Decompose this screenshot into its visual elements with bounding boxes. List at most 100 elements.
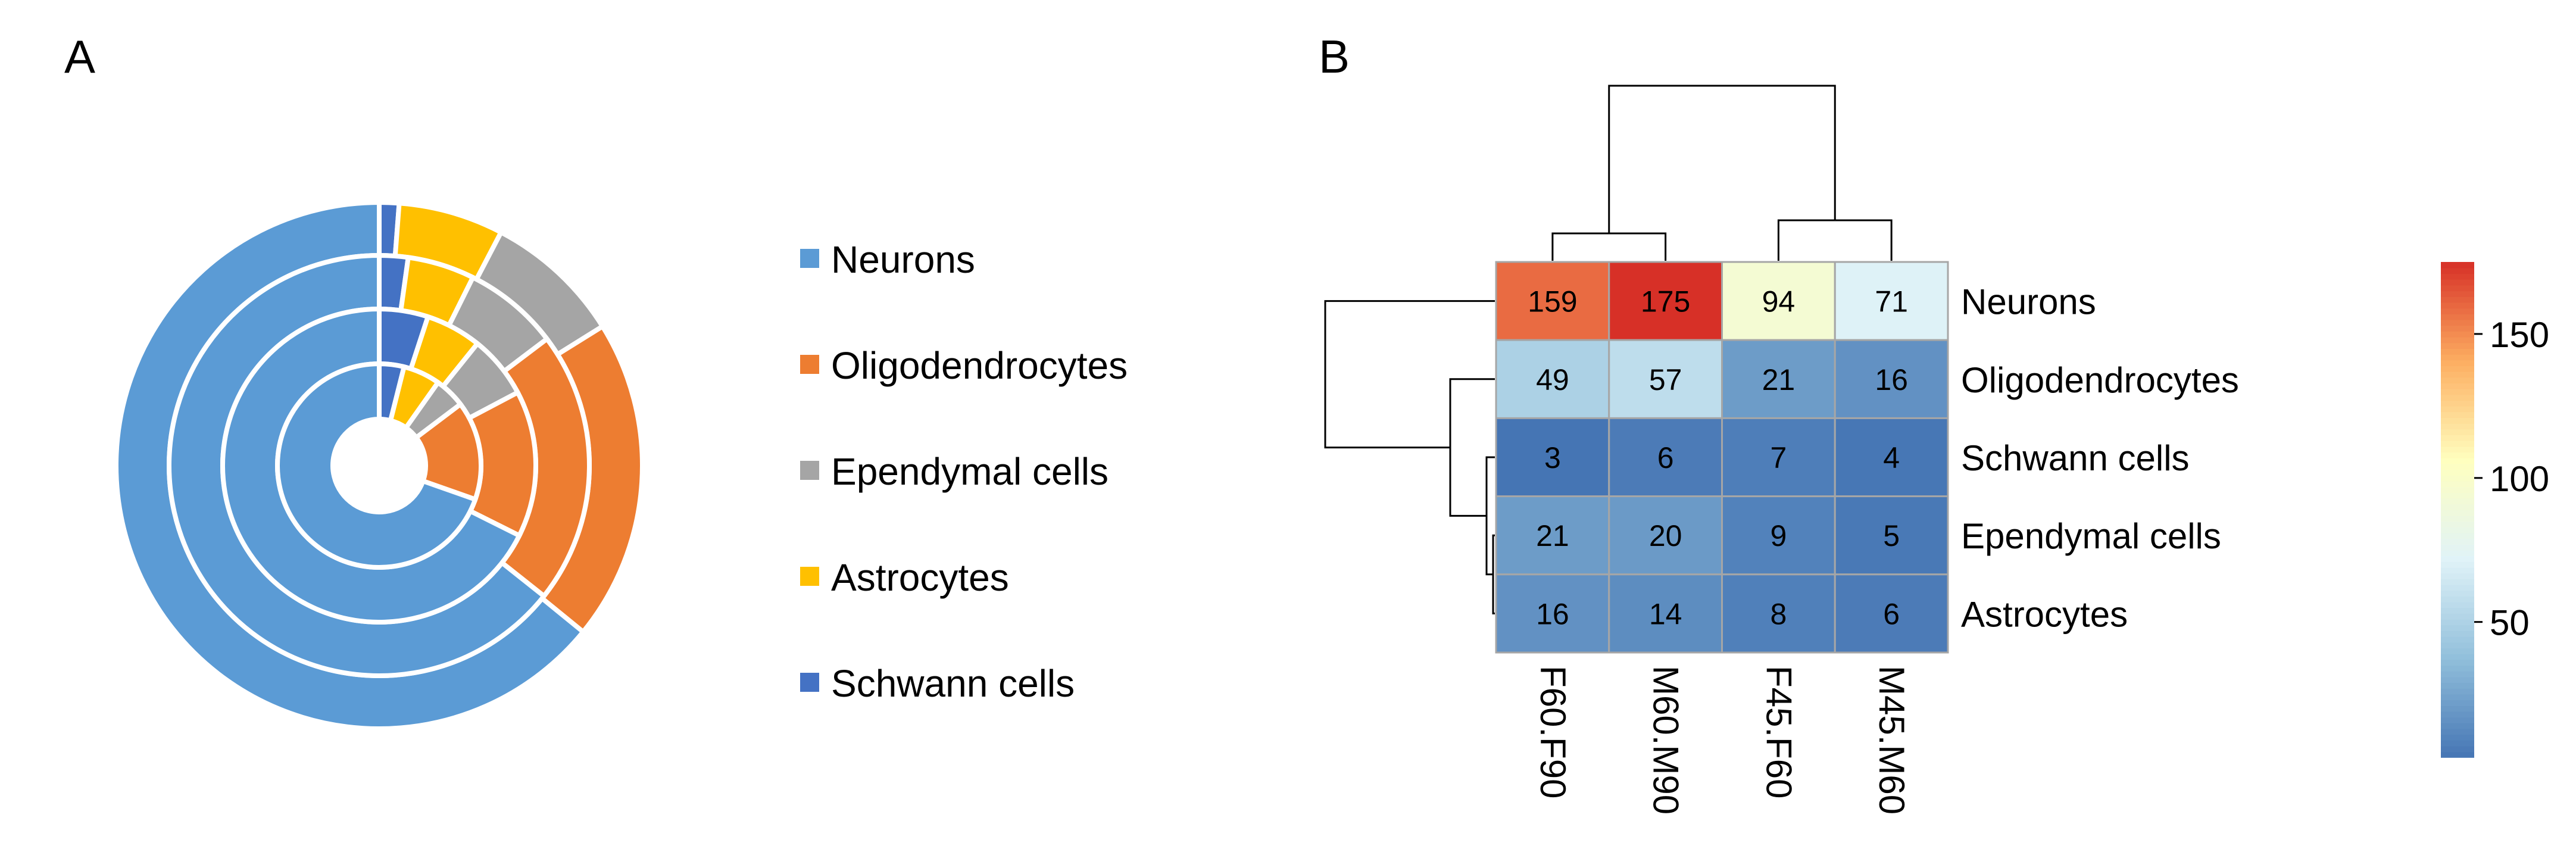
column-dendrogram xyxy=(1551,85,1893,261)
color-scale-band xyxy=(2441,688,2474,695)
color-scale-band xyxy=(2441,498,2474,505)
heatmap-value-astrocytes-m60-m90: 14 xyxy=(1649,597,1682,630)
color-scale-band xyxy=(2441,745,2474,753)
legend-swatch-neurons xyxy=(800,249,819,268)
column-label-f45-f60: F45.F60 xyxy=(1759,666,1798,798)
panel-b-label: B xyxy=(1319,30,1350,83)
column-dendrogram-right-cluster xyxy=(1777,219,1893,261)
color-scale-band xyxy=(2441,527,2474,533)
color-scale-band xyxy=(2441,388,2474,395)
color-scale-band xyxy=(2441,619,2474,626)
heatmap-value-ependymal-cells-m45-m60: 5 xyxy=(1883,519,1900,553)
legend-swatch-ependymal-cells xyxy=(800,461,819,480)
color-scale-band xyxy=(2441,285,2474,292)
color-scale-band xyxy=(2441,734,2474,741)
color-scale-band xyxy=(2441,475,2474,482)
color-scale-band xyxy=(2441,492,2474,499)
color-scale-band xyxy=(2441,262,2474,269)
heatmap-value-neurons-m45-m60: 71 xyxy=(1875,285,1908,319)
color-scale-band xyxy=(2441,584,2474,591)
nested-donut-chart xyxy=(114,199,645,731)
row-label-schwann-cells: Schwann cells xyxy=(1961,438,2190,478)
heatmap-value-ependymal-cells-f45-f60: 9 xyxy=(1770,519,1787,553)
color-scale-band xyxy=(2441,601,2474,608)
row-label-oligodendrocytes: Oligodendrocytes xyxy=(1961,360,2239,400)
color-scale-band xyxy=(2441,596,2474,603)
heatmap-cell-astrocytes-m45-m60 xyxy=(1834,573,1949,654)
color-scale-band xyxy=(2441,480,2474,488)
heatmap-cell-oligodendrocytes-f45-f60 xyxy=(1721,339,1836,419)
color-scale-band xyxy=(2441,630,2474,637)
color-scale-band xyxy=(2441,411,2474,419)
color-scale-band xyxy=(2441,717,2474,723)
color-scale-band xyxy=(2441,705,2474,712)
heatmap-value-ependymal-cells-f60-f90: 21 xyxy=(1536,519,1569,553)
color-scale-band xyxy=(2441,405,2474,413)
color-scale-band xyxy=(2441,665,2474,672)
color-scale-band xyxy=(2441,273,2474,280)
color-scale-tick-label-50: 50 xyxy=(2490,603,2530,643)
color-scale-band xyxy=(2441,625,2474,631)
row-label-astrocytes: Astrocytes xyxy=(1961,594,2128,634)
heatmap-cell-astrocytes-f60-f90 xyxy=(1495,573,1610,654)
color-scale-band xyxy=(2441,394,2474,401)
heatmap-value-oligodendrocytes-f45-f60: 21 xyxy=(1762,363,1796,397)
color-scale-band xyxy=(2441,302,2474,309)
color-scale-band xyxy=(2441,590,2474,597)
heatmap-value-oligodendrocytes-f60-f90: 49 xyxy=(1536,363,1569,397)
legend-label-ependymal-cells: Ependymal cells xyxy=(831,450,1109,493)
color-scale-band xyxy=(2441,544,2474,551)
color-scale-band xyxy=(2441,400,2474,407)
legend-label-oligodendrocytes: Oligodendrocytes xyxy=(831,344,1128,387)
color-scale-band xyxy=(2441,607,2474,614)
color-scale-band xyxy=(2441,567,2474,574)
color-scale-band xyxy=(2441,314,2474,320)
legend-label-neurons: Neurons xyxy=(831,238,975,281)
color-scale-band xyxy=(2441,486,2474,493)
color-scale-band xyxy=(2441,636,2474,643)
color-scale-band xyxy=(2441,435,2474,441)
color-scale-band xyxy=(2441,504,2474,510)
color-scale-band xyxy=(2441,331,2474,338)
row-dendrogram-oligodendrocyte-group xyxy=(1449,378,1495,517)
heatmap-cell-neurons-m60-m90 xyxy=(1608,261,1723,341)
legend-label-schwann-cells: Schwann cells xyxy=(831,662,1075,705)
color-scale-band xyxy=(2441,613,2474,620)
color-scale-band xyxy=(2441,682,2474,689)
color-scale-band xyxy=(2441,751,2474,758)
color-scale-band xyxy=(2441,267,2474,274)
heatmap-cell-schwann-cells-m60-m90 xyxy=(1608,417,1723,498)
color-scale-band xyxy=(2441,728,2474,735)
color-scale-band xyxy=(2441,561,2474,568)
color-scale-band xyxy=(2441,446,2474,453)
color-scale-band xyxy=(2441,440,2474,447)
heatmap-cell-oligodendrocytes-m60-m90 xyxy=(1608,339,1723,419)
color-scale-band xyxy=(2441,579,2474,585)
heatmap-value-neurons-f60-f90: 159 xyxy=(1528,285,1577,319)
column-label-f60-f90: F60.F90 xyxy=(1533,666,1573,798)
color-scale-band xyxy=(2441,463,2474,470)
column-dendrogram-root xyxy=(1608,85,1836,233)
row-dendrogram-root xyxy=(1324,300,1495,449)
color-scale-band xyxy=(2441,417,2474,424)
column-label-m45-m60: M45.M60 xyxy=(1872,666,1912,814)
heatmap-value-neurons-f45-f60: 94 xyxy=(1762,285,1796,319)
color-scale-tick-label-150: 150 xyxy=(2490,315,2549,355)
color-scale-band xyxy=(2441,515,2474,522)
color-scale-band xyxy=(2441,366,2474,372)
color-scale-band xyxy=(2441,700,2474,706)
heatmap-value-astrocytes-f60-f90: 16 xyxy=(1536,597,1569,630)
color-scale-band xyxy=(2441,521,2474,527)
ring-4-neurons-segment xyxy=(275,361,479,570)
heatmap-value-oligodendrocytes-m60-m90: 57 xyxy=(1649,363,1682,397)
heatmap-value-schwann-cells-m60-m90: 6 xyxy=(1657,441,1674,475)
color-scale-band xyxy=(2441,653,2474,660)
color-scale-band xyxy=(2441,555,2474,562)
heatmap-value-ependymal-cells-m60-m90: 20 xyxy=(1649,519,1682,553)
ring-4-oligodendrocytes-segment xyxy=(413,401,483,502)
color-scale-band xyxy=(2441,457,2474,464)
